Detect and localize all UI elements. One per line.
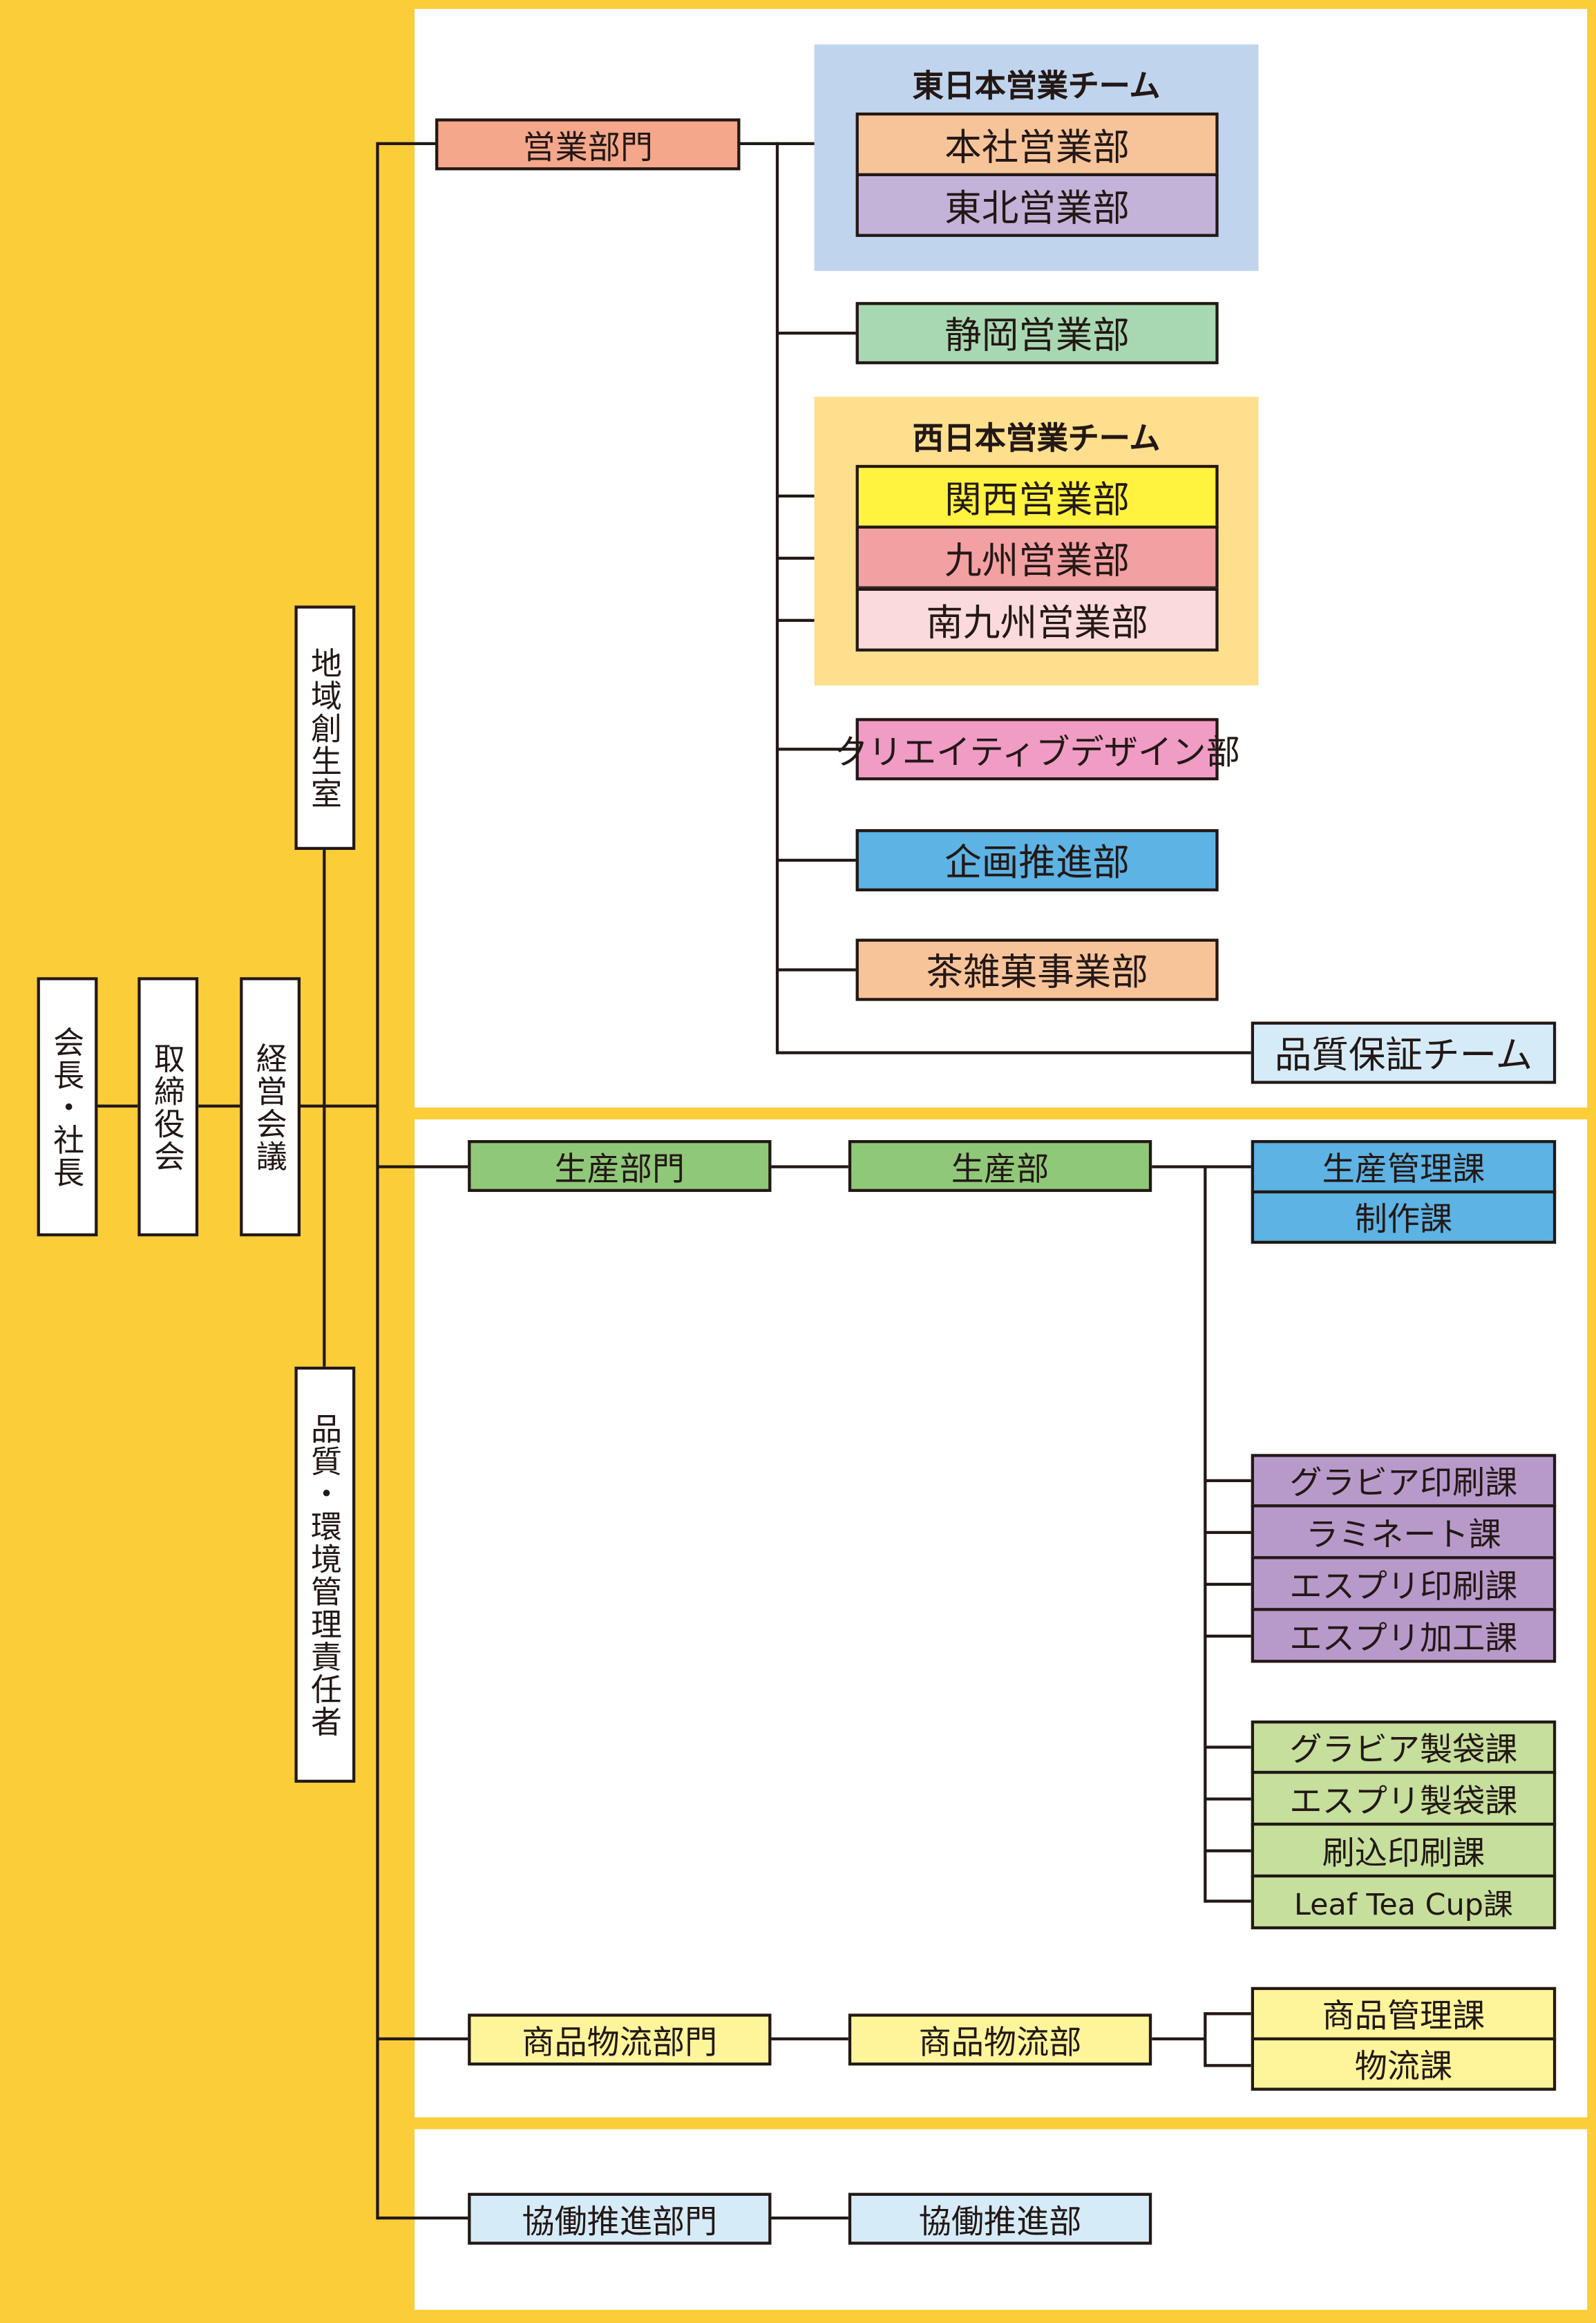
connector [1204,2012,1208,2067]
connector [1205,1745,1251,1750]
planning-box: 企画推進部 [855,829,1219,892]
connector [1205,1899,1251,1904]
connector [1205,1530,1251,1535]
connector [323,850,327,1367]
connector [777,968,856,972]
connector [771,2216,848,2221]
laminate-section: ラミネート課 [1251,1504,1557,1559]
regional-office-box: 地域創生室 [294,605,356,851]
connector [775,142,780,1054]
management-meeting-box: 経営会議 [240,977,301,1237]
connector [1205,1479,1251,1483]
connector [376,142,380,2220]
connector [97,1104,378,1108]
quality-env-manager-box: 品質・環境管理責任者 [294,1366,356,1783]
connector [777,332,856,336]
connector [740,142,856,146]
head-office-sales-box: 本社営業部 [855,112,1219,177]
board-box: 取締役会 [137,977,199,1237]
esprit-print-section: エスプリ印刷課 [1251,1556,1557,1611]
collab-dept-box: 協働推進部 [848,2192,1152,2245]
connector [377,142,437,146]
connector [777,1051,1251,1055]
gravure-bag-section: グラビア製袋課 [1251,1720,1557,1774]
west-team-title: 西日本営業チーム [912,420,1161,457]
kyushu-sales-box: 九州営業部 [855,525,1219,589]
sales-division-box: 営業部門 [435,118,741,171]
collab-division-box: 協働推進部門 [468,2192,772,2245]
tea-sweets-box: 茶雑菓事業部 [855,938,1219,1001]
kansai-sales-box: 関西営業部 [855,464,1219,529]
connector [771,1165,848,1169]
connector [1205,2012,1251,2016]
connector [1205,1634,1251,1638]
connector [771,2037,848,2041]
production-mgmt-section: 生産管理課 [1251,1140,1557,1194]
production-work-section: 制作課 [1251,1190,1557,1244]
connector [1152,1165,1251,1169]
connector [377,2037,470,2041]
quality-assurance-box: 品質保証チーム [1251,1021,1557,1084]
logistics-dept-box: 商品物流部 [848,2013,1152,2066]
connector [1205,1849,1251,1853]
gravure-print-section: グラビア印刷課 [1251,1454,1557,1508]
esprit-process-section: エスプリ加工課 [1251,1608,1557,1663]
production-dept-box: 生産部 [848,1140,1152,1193]
chairman-box: 会長・社長 [37,977,98,1237]
esprit-bag-section: エスプリ製袋課 [1251,1770,1557,1826]
creative-design-box: クリエイティブデザイン部 [834,718,1240,781]
imprint-section: 刷込印刷課 [1251,1822,1557,1878]
connector [377,2216,470,2221]
connector [777,858,856,863]
connector [1205,1797,1251,1801]
east-team-title: 東日本営業チーム [912,68,1161,104]
connector [377,1165,470,1169]
connector [1205,2064,1251,2068]
logistics-division-box: 商品物流部門 [468,2013,772,2066]
product-mgmt-section: 商品管理課 [1251,1987,1557,2040]
connector [777,748,856,752]
connector [1205,1582,1251,1586]
connector [1152,2037,1206,2041]
tohoku-sales-box: 東北営業部 [855,173,1219,237]
leaf-tea-cup-section: Leaf Tea Cup課 [1251,1874,1557,1930]
logistics-section: 物流課 [1251,2037,1557,2091]
shizuoka-sales-box: 静岡営業部 [855,302,1219,365]
production-division-box: 生産部門 [468,1140,772,1193]
south-kyushu-sales-box: 南九州営業部 [855,587,1219,652]
